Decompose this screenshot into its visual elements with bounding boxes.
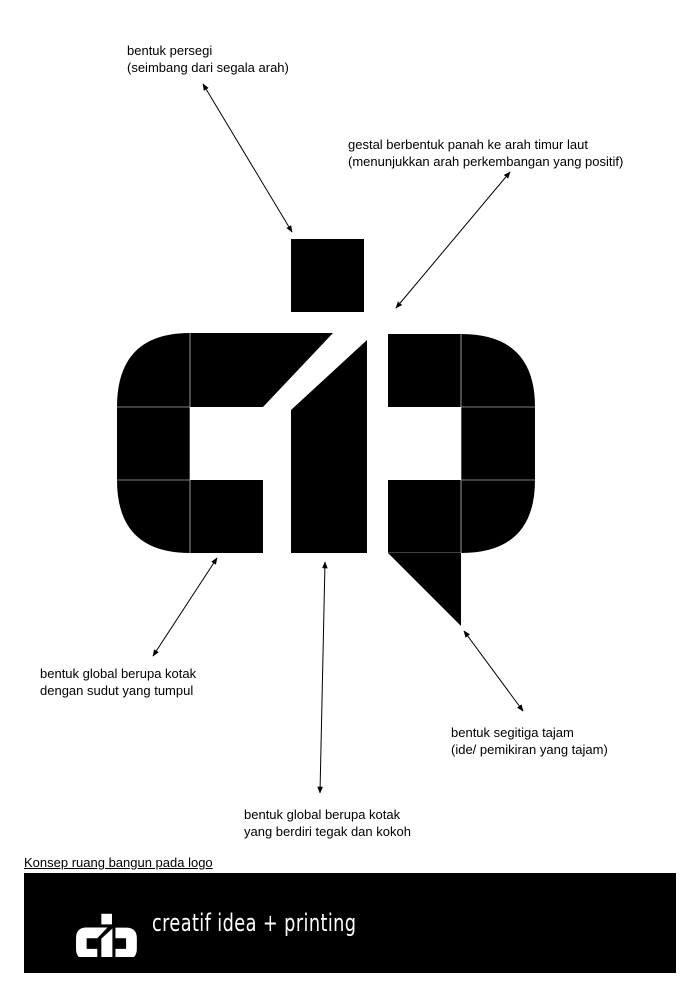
arrow-gestalt (395, 171, 511, 309)
annotation-rounded-box: bentuk global berupa kotak dengan sudut … (40, 665, 196, 699)
annotation-upright-box: bentuk global berupa kotak yang berdiri … (244, 806, 411, 840)
logo-letter-p (388, 334, 535, 553)
annotation-triangle-line2: (ide/ pemikiran yang tajam) (451, 742, 608, 757)
annotation-gestalt-line1: gestal berbentuk panah ke arah timur lau… (348, 137, 588, 152)
arrow-square (202, 83, 293, 233)
brand-name: creatif idea + printing (152, 909, 357, 937)
annotation-triangle: bentuk segitiga tajam (ide/ pemikiran ya… (451, 724, 608, 758)
arrow-triangle (463, 630, 524, 712)
logo-letter-i (291, 340, 367, 553)
annotation-rounded-line2: dengan sudut yang tumpul (40, 683, 194, 698)
annotation-triangle-line1: bentuk segitiga tajam (451, 725, 574, 740)
annotation-rounded-line1: bentuk global berupa kotak (40, 666, 197, 681)
logo-square-dot (291, 239, 364, 312)
arrow-upright-box (317, 561, 328, 794)
annotation-arrow-gestalt: gestal berbentuk panah ke arah timur lau… (348, 136, 623, 170)
logo-sharp-triangle (388, 553, 461, 626)
brand-logo-icon (76, 913, 137, 957)
annotation-square-line2: (seimbang dari segala arah) (127, 60, 289, 75)
annotation-square-line1: bentuk persegi (127, 43, 213, 58)
arrow-rounded-box (152, 557, 218, 657)
section-title: Konsep ruang bangun pada logo (24, 855, 213, 870)
logo-letter-c (117, 333, 333, 553)
logo-concept-diagram (117, 83, 535, 794)
logo-c-grid-lines (117, 333, 191, 553)
annotation-gestalt-line2: (menunjukkan arah perkembangan yang posi… (348, 154, 624, 169)
annotation-upright-line1: bentuk global berupa kotak (244, 807, 401, 822)
annotation-square: bentuk persegi (seimbang dari segala ara… (127, 42, 289, 76)
annotation-upright-line2: yang berdiri tegak dan kokoh (244, 824, 411, 839)
brand-banner: creatif idea + printing (24, 873, 676, 973)
